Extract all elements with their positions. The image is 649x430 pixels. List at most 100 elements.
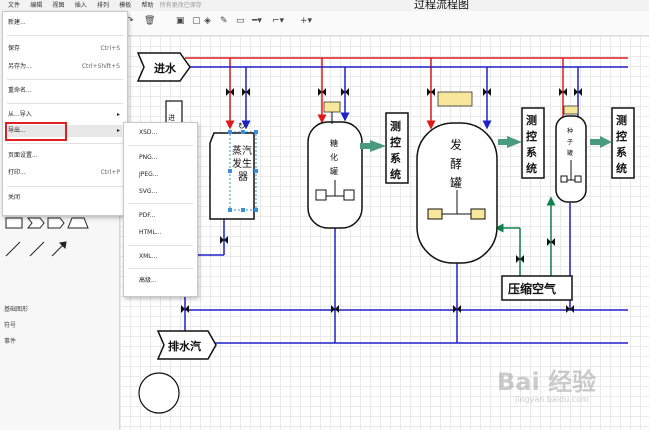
seed-tank-label-1: 种	[567, 127, 573, 135]
menu-help[interactable]: 帮助	[141, 2, 154, 9]
waypoints-icon[interactable]: ⌐▾	[272, 16, 285, 26]
menu-edit[interactable]: 编辑	[30, 2, 43, 9]
seed-tank-label-box	[563, 105, 579, 115]
shadow-icon[interactable]: ▭	[236, 16, 245, 26]
saccharify-tank-label-2: 化	[330, 152, 338, 162]
palette-line-shape[interactable]	[5, 241, 21, 257]
saccharify-tank[interactable]	[307, 121, 363, 229]
saccharify-tank-label-1: 糖	[330, 138, 338, 148]
ferment-tank-label-1: 发	[450, 137, 462, 152]
svg-text:测: 测	[390, 119, 401, 133]
menu-arrange[interactable]: 排列	[97, 2, 110, 9]
drawing-canvas[interactable]	[120, 36, 649, 430]
saccharify-tank-label-box	[323, 101, 341, 113]
steam-generator-shape[interactable]	[209, 132, 255, 220]
library-events[interactable]: 事件	[4, 338, 17, 345]
steam-generator-label-3: 器	[238, 171, 248, 183]
circle-shape[interactable]	[138, 372, 180, 414]
redo-icon[interactable]: ↷	[126, 16, 134, 26]
export-highlight-box	[5, 122, 67, 141]
svg-text:统: 统	[616, 161, 627, 175]
control-system-2[interactable]: 测 控 系 统	[498, 107, 545, 179]
line-color-icon[interactable]: ✎	[220, 16, 228, 26]
svg-text:测: 测	[616, 113, 627, 127]
steam-generator-label-1: 蒸汽	[232, 144, 252, 157]
seed-tank-label-3: 罐	[567, 149, 573, 157]
compressed-air-label: 压缩空气	[508, 281, 556, 296]
svg-text:统: 统	[526, 161, 537, 175]
toolbar: ↷ 🗑 ▣ ▢ ◈ ✎ ▭ ━▾ ⌐▾ +▾	[120, 11, 649, 36]
to-back-icon[interactable]: ▢	[192, 16, 201, 26]
menu-item-new[interactable]: 新建...	[8, 19, 26, 26]
library-basic-shapes[interactable]: 基础图形	[4, 306, 29, 313]
export-svg[interactable]: SVG...	[139, 188, 158, 195]
ferment-agitator	[427, 190, 486, 220]
menu-template[interactable]: 模板	[119, 2, 132, 9]
menu-item-print[interactable]: 打印...Ctrl+P	[8, 169, 120, 176]
export-jpeg[interactable]: JPEG...	[139, 171, 159, 178]
palette-rect-shape[interactable]	[5, 217, 23, 229]
export-xsd[interactable]: XSD...	[139, 129, 158, 136]
svg-text:控: 控	[526, 129, 537, 143]
export-advanced[interactable]: 高级...	[139, 277, 157, 284]
palette-step-shape[interactable]	[47, 217, 65, 229]
valve-icons	[181, 88, 582, 313]
palette-chevron-shape[interactable]	[26, 217, 45, 229]
svg-text:统: 统	[390, 167, 401, 181]
export-png[interactable]: PNG...	[139, 154, 158, 161]
seed-agitator	[560, 160, 582, 183]
control-system-1[interactable]: 测 控 系 统	[360, 112, 409, 184]
svg-text:系: 系	[526, 145, 537, 159]
fill-color-icon[interactable]: ◈	[204, 16, 211, 26]
palette-line-shape-2[interactable]	[29, 241, 45, 257]
menu-item-page-setup[interactable]: 页面设置...	[8, 152, 38, 159]
ferment-tank-label-3: 罐	[450, 176, 462, 190]
menu-item-import[interactable]: 从...导入▸	[8, 111, 120, 118]
library-symbols[interactable]: 符号	[4, 322, 17, 329]
menu-insert[interactable]: 插入	[74, 2, 87, 9]
water-in-label: 进水	[154, 61, 177, 75]
to-front-icon[interactable]: ▣	[176, 16, 185, 26]
drain-steam-label: 排水汽	[168, 339, 201, 353]
watermark-url: jingyan.baidu.com	[515, 395, 589, 404]
compressed-air-box[interactable]	[501, 275, 573, 301]
saccharify-agitator	[315, 180, 355, 201]
insert-plus-icon[interactable]: +▾	[300, 16, 313, 26]
export-html[interactable]: HTML...	[139, 229, 162, 236]
seed-tank-label-2: 子	[567, 139, 573, 146]
selection-handles[interactable]	[228, 130, 258, 212]
svg-text:系: 系	[616, 145, 627, 159]
export-xml[interactable]: XML...	[139, 253, 158, 260]
menu-file[interactable]: 文件	[8, 2, 21, 9]
rotate-handle-icon[interactable]: ↻	[238, 122, 246, 132]
shape-palette	[5, 217, 89, 257]
svg-text:系: 系	[390, 151, 401, 165]
steam-in-label: 进	[168, 114, 175, 122]
svg-text:测: 测	[526, 113, 537, 127]
menu-item-close[interactable]: 关闭	[8, 194, 21, 201]
ferment-tank-label-box	[437, 91, 473, 107]
watermark-brand: Bai 经验	[497, 368, 597, 396]
svg-text:控: 控	[390, 135, 401, 149]
saccharify-tank-label-3: 罐	[330, 166, 338, 176]
menu-view[interactable]: 视图	[52, 2, 65, 9]
export-pdf[interactable]: PDF...	[139, 212, 156, 219]
menu-item-rename[interactable]: 重命名...	[8, 87, 32, 94]
line-style-icon[interactable]: ━▾	[252, 16, 262, 26]
drain-steam-shape[interactable]	[156, 330, 217, 360]
export-submenu: XSD... PNG... JPEG... SVG... PDF... HTML…	[123, 122, 198, 297]
ferment-tank-label-2: 酵	[450, 157, 462, 171]
menu-item-save-as[interactable]: 另存为...Ctrl+Shift+S	[8, 63, 120, 70]
delete-icon[interactable]: 🗑	[144, 16, 156, 26]
menu-bar: 文件 编辑 视图 插入 排列 模板 帮助 所有更改已保存	[0, 0, 649, 11]
compressed-air-pipes	[494, 196, 556, 276]
svg-text:控: 控	[616, 129, 627, 143]
control-system-3[interactable]: 测 控 系 统	[590, 107, 635, 179]
water-in-shape[interactable]	[136, 52, 191, 82]
document-title: 过程流程图	[414, 0, 469, 11]
palette-trapezoid-shape[interactable]	[67, 217, 89, 229]
save-status: 所有更改已保存	[159, 2, 202, 9]
water-pipes	[184, 66, 628, 344]
